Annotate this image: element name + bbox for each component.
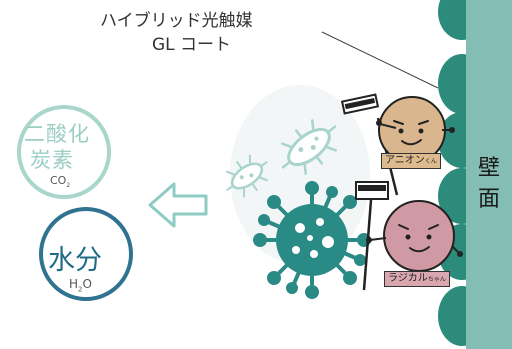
co2-formula-sub: 2 <box>66 182 71 190</box>
radical-suffix: ちゃん <box>427 276 446 283</box>
h2o-formula: H2O <box>69 277 92 293</box>
radical-character <box>355 181 463 291</box>
bacteria-icon <box>281 119 337 175</box>
anion-name-tag: アニオンくん <box>381 153 441 169</box>
callout-subtitle: GL コート <box>152 35 232 55</box>
radical-face <box>383 200 455 272</box>
co2-formula: CO2 <box>50 174 70 189</box>
co2-label-line2: 炭素 <box>30 148 74 172</box>
h2o-label: 水分 <box>48 245 102 276</box>
bacteria-icon <box>225 154 269 198</box>
radical-name: ラジカル <box>388 273 428 284</box>
h2o-formula-sub: 2 <box>78 285 83 294</box>
co2-label-line1: 二酸化 <box>24 122 90 146</box>
callout-leader-line <box>321 31 439 89</box>
h2o-formula-o: O <box>82 277 92 291</box>
co2-formula-main: CO <box>50 174 67 187</box>
h2o-formula-h: H <box>69 277 79 291</box>
anion-name: アニオン <box>385 155 425 166</box>
wall <box>466 0 512 349</box>
callout-title: ハイブリッド光触媒 <box>100 11 253 31</box>
anion-suffix: くん <box>424 158 437 165</box>
wall-label-2: 面 <box>478 187 501 212</box>
left-arrow-icon <box>148 182 208 228</box>
co2-circle <box>17 105 111 199</box>
virus-icon <box>253 181 371 299</box>
h2o-circle <box>39 207 133 301</box>
wall-label-1: 壁 <box>478 156 501 181</box>
mop-icon <box>355 181 389 291</box>
radical-name-tag: ラジカルちゃん <box>384 271 450 287</box>
